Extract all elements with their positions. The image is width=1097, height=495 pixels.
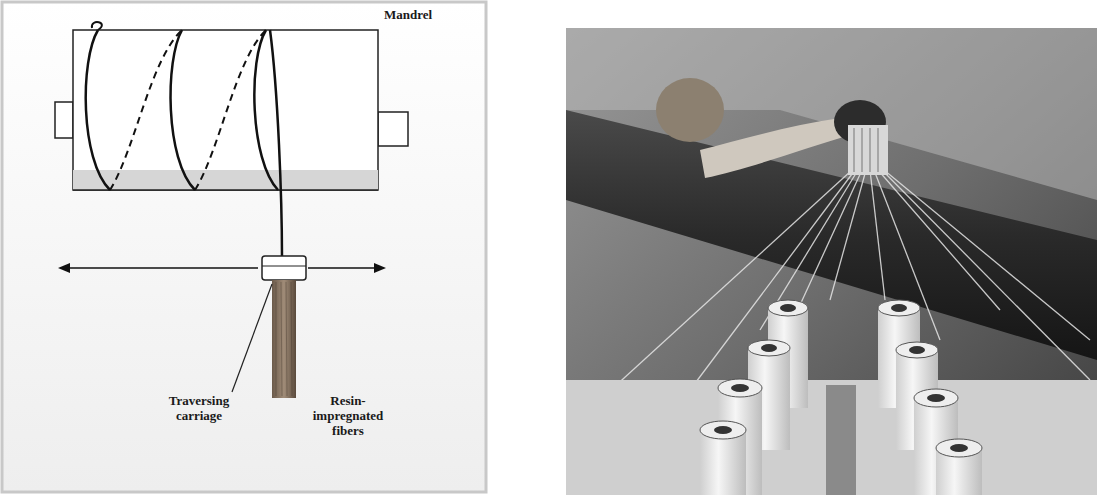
- part-label: Mandrel: [384, 8, 454, 23]
- part-label: Traversing carriage: [160, 394, 238, 424]
- part-label: Resin-impregnated fibers: [300, 394, 396, 439]
